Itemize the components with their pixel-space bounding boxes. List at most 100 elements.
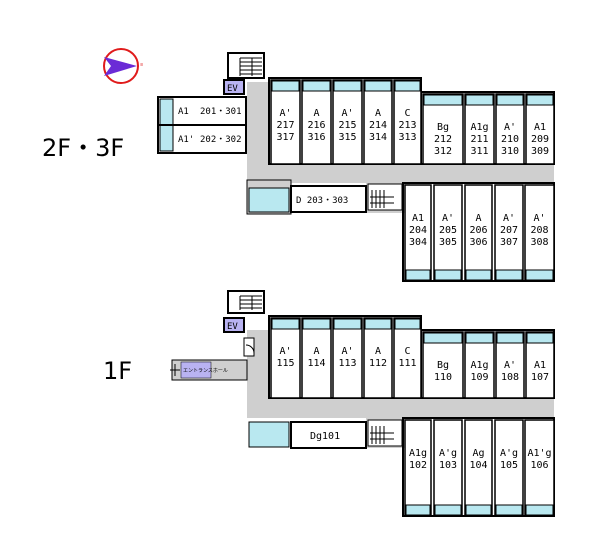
unit-number: 212 [434,134,452,145]
unit-number: 306 [469,237,487,248]
unit-number: 112 [369,358,387,369]
unit-type: A' [504,122,516,133]
unit-number: 114 [307,358,325,369]
unit-type: A' [341,346,353,357]
unit-type: A1 [534,360,546,371]
entrance-hall [180,361,212,379]
ev-label-ground: EV [227,322,238,332]
unit-number: 104 [469,460,487,471]
unit-type: Bg [437,122,449,133]
ev-label-upper: EV [227,84,238,94]
svg-text:A1': A1' [178,135,194,145]
svg-text:A1: A1 [178,107,189,117]
unit-number: 217 [276,120,294,131]
unit-number: 204 [409,225,427,236]
unit-number: 211 [470,134,488,145]
unit-type: A1g [470,122,488,133]
unit-number: 315 [338,132,356,143]
unit-type: A' [442,213,454,224]
unit-type: A'g [500,448,518,459]
unit-number: 214 [369,120,387,131]
unit-number: 110 [434,372,452,383]
unit-type: A' [533,213,545,224]
unit-number: 103 [439,460,457,471]
unit-type: A [313,108,319,119]
unit-type: A [313,346,319,357]
unit-202-302: A1' 202・302 [178,135,242,145]
unit-type: A1'g [527,448,551,459]
unit-101: Dg101 [310,431,340,442]
stairs-upper-top [227,52,265,79]
unit-type: A [375,108,381,119]
unit-203-303: D 203・303 [296,196,348,206]
unit-number: 102 [409,460,427,471]
unit-number: 206 [469,225,487,236]
unit-number: 312 [434,146,452,157]
unit-number: 209 [531,134,549,145]
unit-number: 304 [409,237,427,248]
unit-type: A' [279,346,291,357]
unit-type: A' [503,213,515,224]
unit-number: 215 [338,120,356,131]
unit-type: A1g [470,360,488,371]
unit-number: 210 [501,134,519,145]
floor-label-ground: 1F [103,357,132,385]
unit-number: 208 [530,225,548,236]
unit-number: 317 [276,132,294,143]
entrance-label: エントランスホール [183,368,228,374]
stairs-ground-mid [367,419,403,447]
unit-type: A [375,346,381,357]
unit-number: 314 [369,132,387,143]
stairs-upper-mid [367,183,403,211]
compass-icon: ≡ [103,48,143,84]
plan-upper: EV A1 201・301 A1' 202・302 D 203・303 [157,52,555,282]
unit-number: 313 [398,132,416,143]
unit-number: 305 [439,237,457,248]
unit-number: 108 [501,372,519,383]
compass-mark: ≡ [140,62,143,68]
unit-number: 205 [439,225,457,236]
floor-label-upper: 2F・3F [42,134,124,162]
unit-number: 307 [500,237,518,248]
unit-type: A' [341,108,353,119]
unit-201-301: A1 201・301 [178,107,242,117]
unit-type: A' [504,360,516,371]
unit-type: C [404,108,410,119]
unit-number: 207 [500,225,518,236]
unit-number: 115 [276,358,294,369]
stairs-ground-top [227,290,265,314]
unit-number: 106 [530,460,548,471]
unit-type: A' [279,108,291,119]
unit-type: A'g [439,448,457,459]
unit-type: Bg [437,360,449,371]
plan-ground: エントランスホール EV Dg101 [170,290,555,517]
unit-number: 309 [531,146,549,157]
unit-number: 308 [530,237,548,248]
unit-number: 216 [307,120,325,131]
unit-number: 111 [398,358,416,369]
unit-number: 316 [307,132,325,143]
unit-number: 310 [501,146,519,157]
unit-type: Ag [472,448,484,459]
unit-number: 105 [500,460,518,471]
svg-text:201・301: 201・301 [200,107,242,117]
